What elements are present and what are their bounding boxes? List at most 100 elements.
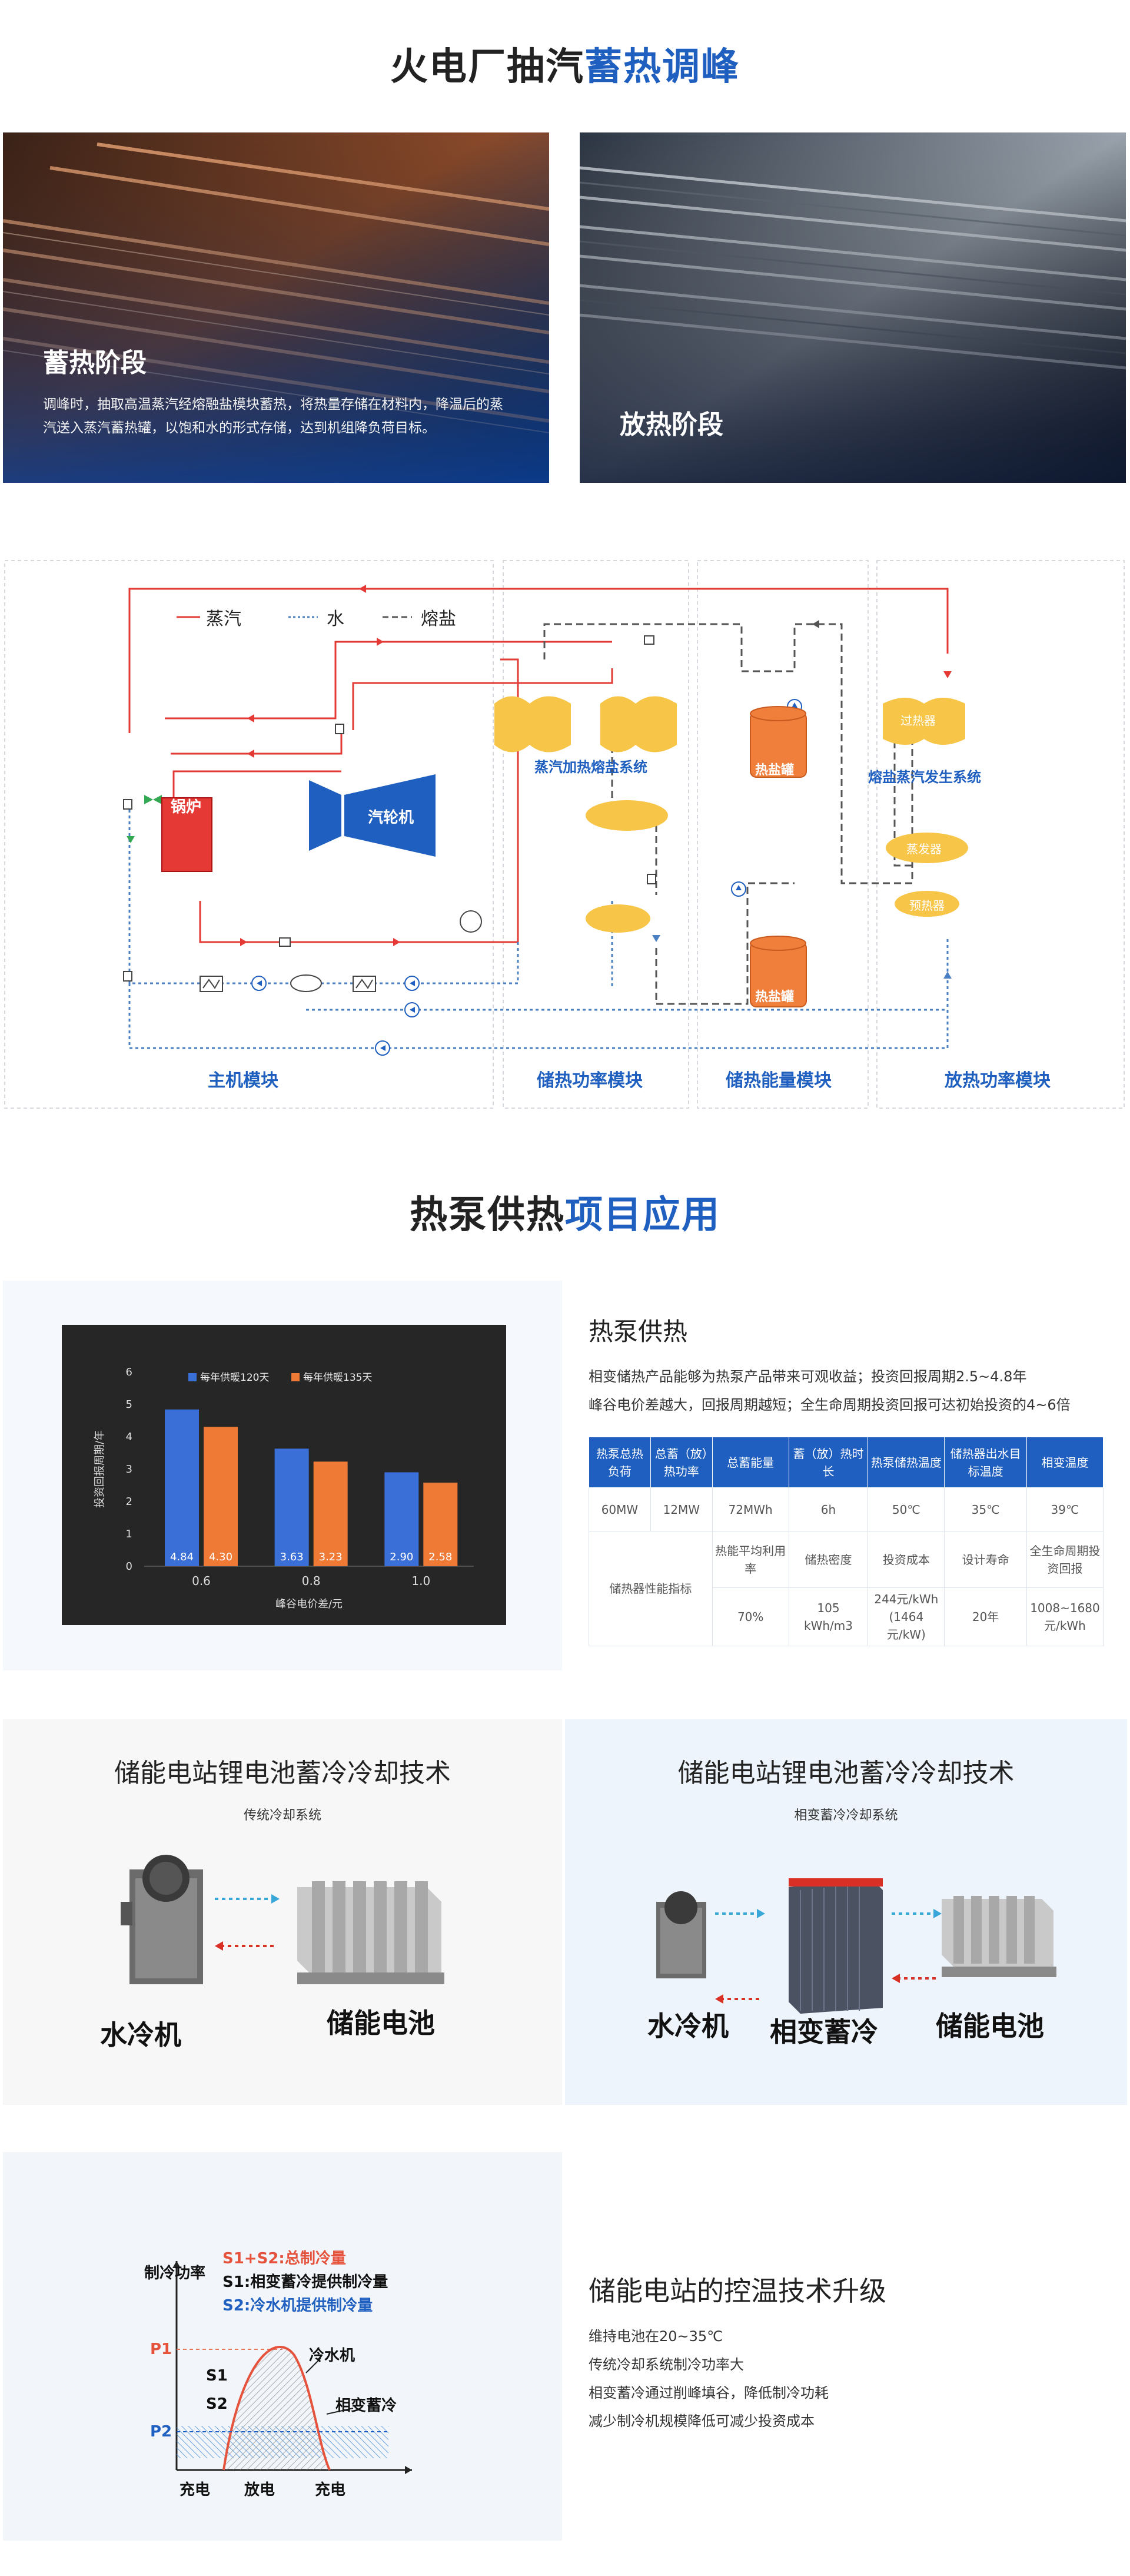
table-cell: 105 kWh/m3	[788, 1587, 869, 1646]
y-tick-label: 1	[126, 1528, 132, 1540]
cooling-right-battery-label: 储能电池	[936, 2010, 1044, 2042]
bar	[313, 1461, 348, 1566]
storage-energy-module-frame	[697, 560, 869, 1109]
bar-data-label: 3.63	[280, 1551, 304, 1563]
table-header-cell: 热泵储热温度	[868, 1437, 945, 1488]
heat-pump-line-1: 相变储热产品能够为热泵产品带来可观收益；投资回报周期2.5~4.8年	[589, 1368, 1027, 1385]
table-cell: 244元/kWh (1464元/kW)	[868, 1587, 945, 1646]
table-header-cell: 蓄（放）热时长	[788, 1437, 869, 1488]
table-cell: 1008~1680元/kWh	[1026, 1587, 1104, 1646]
bar-data-label: 4.84	[170, 1551, 194, 1563]
cooling-right-pcm-label: 相变蓄冷	[770, 2016, 878, 2048]
table-header-cell: 总蓄（放）热功率	[650, 1437, 713, 1488]
bar-data-label: 2.58	[428, 1551, 452, 1563]
bar	[274, 1448, 309, 1566]
turbine-shape-left	[309, 780, 341, 851]
legend-label: 每年供暖120天	[200, 1372, 269, 1384]
temp-chart-s2: S2	[206, 2395, 228, 2413]
bar	[204, 1427, 238, 1566]
salt-tank-1-label: 热盐罐	[755, 763, 795, 778]
bar-data-label: 2.90	[390, 1551, 413, 1563]
y-tick-label: 0	[126, 1560, 132, 1573]
y-tick-label: 4	[126, 1431, 132, 1443]
table-cell: 35℃	[944, 1487, 1027, 1531]
temp-chart-legend-s2: S2:冷水机提供制冷量	[222, 2297, 373, 2315]
cooling-right-illustration	[656, 1878, 1056, 2014]
temp-chart-s1: S1	[206, 2367, 228, 2385]
temp-control-line: 相变蓄冷通过削峰填谷，降低制冷功耗	[589, 2385, 829, 2401]
x-axis-label: 峰谷电价差/元	[275, 1598, 343, 1610]
storage-phase-image	[3, 132, 549, 483]
module-label-host: 主机模块	[208, 1070, 278, 1091]
table-header-row: 热泵总热负荷 总蓄（放）热功率 总蓄能量 蓄（放）热时长 热泵储热温度 储热器出…	[589, 1437, 1104, 1488]
legend-label: 每年供暖135天	[303, 1372, 372, 1384]
table-cell: 50℃	[868, 1487, 945, 1531]
table-header-cell: 储热器出水目标温度	[944, 1437, 1027, 1488]
evaporator-label: 蒸发器	[906, 842, 942, 856]
boiler-shape	[161, 797, 212, 872]
heat-pump-line-2: 峰谷电价差越大，回报周期越短；全生命周期投资回报可达初始投资的4~6倍	[589, 1397, 1071, 1413]
table-cell: 70%	[712, 1587, 789, 1646]
bar	[165, 1409, 199, 1566]
table-cell: 全生命周期投资回报	[1026, 1531, 1104, 1588]
cooling-right-subtitle: 相变蓄冷冷却系统	[794, 1808, 898, 1823]
bar-data-label: 3.23	[319, 1551, 343, 1563]
table-row: 储热器性能指标 热能平均利用率 储热密度 投资成本 设计寿命 全生命周期投资回报	[589, 1531, 1104, 1646]
table-cell: 72MWh	[712, 1487, 789, 1531]
temp-chart-pcm: 相变蓄冷	[335, 2397, 397, 2415]
table-header-cell: 总蓄能量	[712, 1437, 789, 1488]
cooling-power-chart	[172, 2261, 412, 2474]
cooling-right-chiller-label: 水冷机	[647, 2010, 729, 2042]
table-header-cell: 相变温度	[1026, 1437, 1104, 1488]
table-row: 60MW 12MW 72MWh 6h 50℃ 35℃ 39℃	[589, 1487, 1104, 1531]
temp-chart-legend-s1: S1:相变蓄冷提供制冷量	[222, 2273, 388, 2291]
temp-chart-x-label: 放电	[244, 2481, 275, 2499]
boiler-label: 锅炉	[171, 798, 202, 816]
y-tick-label: 3	[126, 1463, 132, 1476]
temp-chart-x-label: 充电	[315, 2481, 346, 2499]
y-tick-label: 5	[126, 1398, 132, 1411]
cooling-right-title: 储能电站锂电池蓄冷冷却技术	[677, 1758, 1015, 1788]
table-cell: 39℃	[1026, 1487, 1104, 1531]
temp-control-line: 维持电池在20~35℃	[589, 2328, 723, 2345]
salt-tank-2-label: 热盐罐	[755, 990, 795, 1004]
storage-phase-description: 调峰时，抽取高温蒸汽经熔融盐模块蓄热，将热量存储在材料内，降温后的蒸汽送入蒸汽蓄…	[43, 397, 503, 436]
release-phase-image	[580, 132, 1126, 483]
section-title-peak-shaving: 火电厂抽汽蓄热调峰	[390, 45, 740, 89]
temp-chart-chiller: 冷水机	[309, 2347, 355, 2365]
bar	[423, 1483, 458, 1566]
module-label-storage-energy: 储热能量模块	[726, 1070, 832, 1091]
heat-pump-title: 热泵供热	[589, 1317, 688, 1346]
legend-steam-label: 蒸汽	[206, 609, 241, 629]
process-diagram: 蒸汽 水 熔盐 锅炉 汽轮机 蒸汽加热熔盐系统 热盐罐 热盐罐 熔盐蒸汽发生系统…	[0, 559, 1130, 1113]
y-axis-label: 投资回报周期/年	[94, 1430, 106, 1508]
table-cell: 储热密度	[788, 1531, 869, 1588]
module-label-storage-power: 储热功率模块	[537, 1070, 643, 1091]
legend-swatch	[188, 1373, 197, 1381]
storage-phase-heading: 蓄热阶段	[43, 348, 147, 378]
table-cell: 6h	[788, 1487, 869, 1531]
steam-heat-salt-label: 蒸汽加热熔盐系统	[534, 759, 647, 775]
release-power-module-frame	[876, 560, 1125, 1109]
section-title-heat-pump: 热泵供热项目应用	[410, 1193, 720, 1237]
x-tick-label: 0.8	[302, 1574, 321, 1588]
storage-phase-card: 蓄热阶段 调峰时，抽取高温蒸汽经熔融盐模块蓄热，将热量存储在材料内，降温后的蒸汽…	[3, 132, 549, 483]
y-tick-label: 6	[126, 1366, 132, 1378]
table-cell: 热能平均利用率	[712, 1531, 789, 1588]
superheater-label: 过热器	[900, 714, 936, 728]
process-diagram-svg	[4, 560, 1125, 1109]
heat-pump-spec-table: 热泵总热负荷 总蓄（放）热功率 总蓄能量 蓄（放）热时长 热泵储热温度 储热器出…	[589, 1437, 1104, 1646]
y-tick-label: 2	[126, 1496, 132, 1508]
x-tick-label: 0.6	[192, 1574, 211, 1588]
cooling-left-subtitle: 传统冷却系统	[243, 1808, 321, 1823]
temp-chart-p2: P2	[150, 2423, 172, 2441]
table-cell: 12MW	[650, 1487, 713, 1531]
temp-chart-legend-total: S1+S2:总制冷量	[222, 2250, 346, 2267]
cooling-left-chiller-label: 水冷机	[100, 2019, 181, 2051]
cooling-left-illustration	[121, 1855, 444, 1984]
cooling-left-panel	[3, 1719, 562, 2105]
legend-salt-label: 熔盐	[421, 609, 456, 629]
legend-swatch	[291, 1373, 300, 1381]
preheater-label: 预热器	[909, 899, 945, 913]
